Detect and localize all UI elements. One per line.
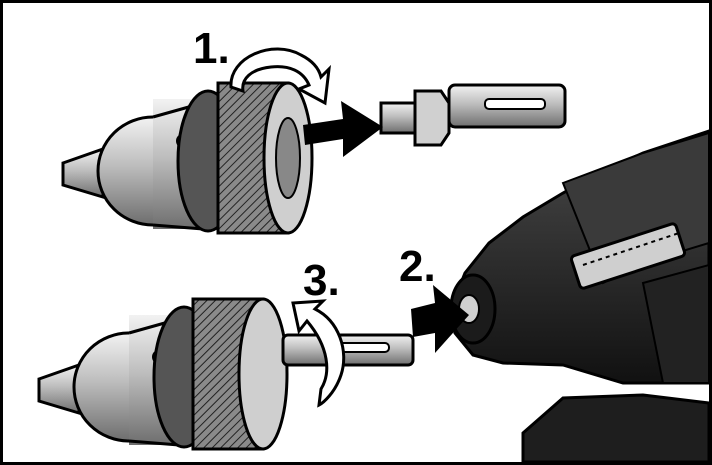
sds-adapter-shank-icon: [379, 83, 567, 147]
rotary-hammer-icon: [449, 129, 709, 462]
instruction-illustration: [37, 47, 709, 462]
rotate-arrow-icon: [229, 47, 331, 106]
step-1-label: 1.: [193, 24, 230, 73]
step-3-label: 3.: [303, 256, 340, 305]
insert-arrow-icon: [303, 101, 383, 157]
rotate-arrow-icon: [291, 299, 346, 408]
drill-chuck-icon: [37, 297, 415, 451]
insert-arrow-icon: [411, 285, 469, 353]
drill-chuck-icon: [61, 81, 314, 235]
step-2-label: 2.: [399, 242, 436, 291]
